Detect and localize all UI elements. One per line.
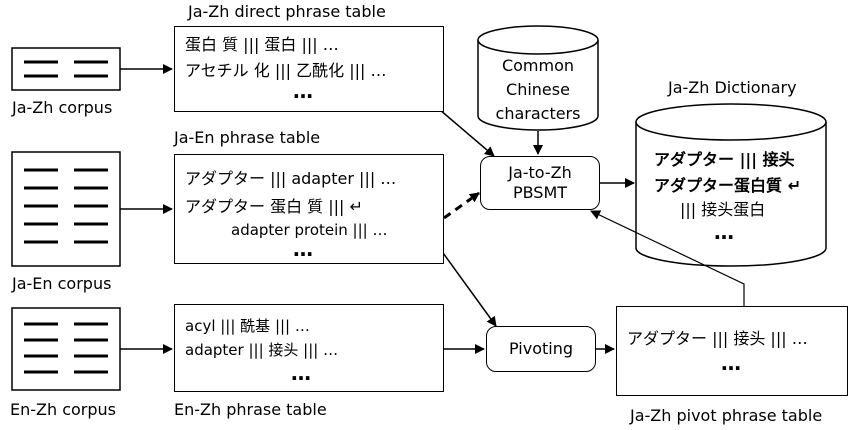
table-ellipsis: …: [721, 351, 743, 375]
pbsmt-label-1: Ja-to-Zh: [508, 163, 572, 182]
pbsmt-box: Ja-to-Zh PBSMT: [480, 156, 600, 210]
en-zh-corpus-label: En-Zh corpus: [10, 400, 117, 419]
pivoting-box: Pivoting: [486, 326, 596, 372]
table-row: acyl ||| 酰基 ||| …: [185, 317, 310, 335]
pbsmt-label-2: PBSMT: [512, 183, 568, 202]
en-zh-corpus-icon: [11, 307, 121, 391]
dictionary-title: Ja-Zh Dictionary: [668, 78, 797, 97]
dictionary-ellipsis: …: [714, 220, 736, 244]
table-ellipsis: …: [293, 79, 315, 103]
dictionary-row: アダプター蛋白質 ↵: [654, 176, 801, 195]
common-chinese-text-1: Common: [501, 56, 575, 75]
table-row: アダプター ||| 接头 ||| …: [627, 329, 808, 348]
common-chinese-text-2: Chinese: [506, 80, 570, 99]
table-row: adapter ||| 接头 ||| …: [185, 341, 339, 359]
table-row: adapter protein ||| …: [231, 221, 388, 239]
arrow-pivot-table-to-pbsmt: [590, 210, 745, 306]
ja-en-corpus-icon: [11, 151, 121, 267]
dictionary-cylinder: [635, 103, 827, 267]
ja-zh-corpus-icon: [11, 47, 121, 91]
ja-zh-corpus-label: Ja-Zh corpus: [12, 98, 113, 117]
ja-zh-pivot-table: アダプター ||| 接头 ||| … …: [616, 306, 848, 396]
ja-en-corpus-label: Ja-En corpus: [12, 274, 112, 293]
table-ellipsis: …: [291, 361, 313, 385]
ja-en-table-title: Ja-En phrase table: [174, 128, 321, 147]
en-zh-table-title: En-Zh phrase table: [174, 400, 327, 419]
table-row: 蛋白 質 ||| 蛋白 ||| …: [185, 35, 339, 54]
common-chinese-text-3: characters: [495, 104, 581, 123]
arrow-jaen-table-to-pbsmt-dashed: [443, 191, 480, 220]
table-ellipsis: …: [293, 237, 315, 261]
common-chinese-cylinder: [477, 25, 599, 131]
table-row: アダプター ||| adapter ||| …: [185, 169, 397, 188]
arrow-jaen-table-to-pivoting: [437, 245, 497, 327]
table-row: アセチル 化 ||| 乙酰化 ||| …: [185, 61, 387, 80]
ja-zh-direct-table-title: Ja-Zh direct phrase table: [188, 2, 386, 21]
ja-zh-direct-table: 蛋白 質 ||| 蛋白 ||| … アセチル 化 ||| 乙酰化 ||| … …: [174, 26, 444, 112]
dictionary-row: ||| 接头蛋白: [680, 200, 766, 219]
pivoting-label: Pivoting: [508, 339, 573, 358]
ja-zh-pivot-table-title: Ja-Zh pivot phrase table: [630, 406, 823, 425]
ja-en-table: アダプター ||| adapter ||| … アダプター 蛋白 質 ||| ↵…: [174, 154, 444, 264]
en-zh-table: acyl ||| 酰基 ||| … adapter ||| 接头 ||| … …: [174, 304, 444, 392]
table-row: アダプター 蛋白 質 ||| ↵: [185, 197, 363, 216]
dictionary-row: アダプター ||| 接头: [654, 150, 795, 169]
